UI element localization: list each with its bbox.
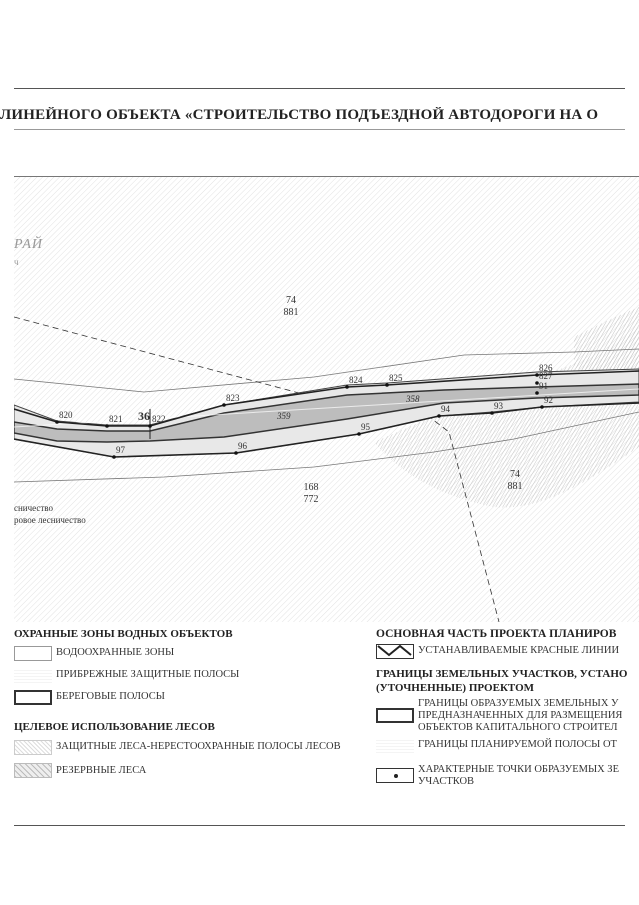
legend-coastal-strips: ПРИБРЕЖНЫЕ ЗАЩИТНЫЕ ПОЛОСЫ [56,669,240,680]
swatch-points [376,768,414,783]
legend-reserve-forest: РЕЗЕРВНЫЕ ЛЕСА [56,765,147,776]
swatch-strip-bounds [376,738,414,753]
point-label-824: 824 [349,375,363,385]
road-label-b: 359 [277,411,291,421]
point-marker-822 [148,424,152,428]
parcel-c-bottom: 772 [303,494,319,505]
forestry-label-1: сничество [14,503,53,513]
point-label-826: 826 [539,363,553,373]
point-label-821: 821 [109,414,123,424]
point-label-825: 825 [389,373,403,383]
point-label-823: 823 [226,393,240,403]
swatch-reserve-forest [14,763,52,778]
point-label-820: 820 [59,410,73,420]
legend-parcels-heading-1: ГРАНИЦЫ ЗЕМЕЛЬНЫХ УЧАСТКОВ, УСТАНО [376,668,628,680]
point-marker-96 [234,451,238,455]
red-line-zigzag-icon [377,644,412,657]
legend-main-heading: ОСНОВНАЯ ЧАСТЬ ПРОЕКТА ПЛАНИРОВ [376,628,617,640]
legend-red-lines: УСТАНАВЛИВАЕМЫЕ КРАСНЫЕ ЛИНИИ [418,645,620,656]
legend-protective-forest: ЗАЩИТНЫЕ ЛЕСА-НЕРЕСТООХРАННЫЕ ПОЛОСЫ ЛЕС… [56,741,341,752]
legend-points-2: УЧАСТКОВ [418,776,475,787]
place-name: РАЙ [14,237,43,252]
legend-water-zones: ВОДООХРАННЫЕ ЗОНЫ [56,647,175,658]
point-label-96: 96 [238,441,247,451]
sheet-title: ЛИНЕЙНОГО ОБЪЕКТА «СТРОИТЕЛЬСТВО ПОДЪЕЗД… [0,107,599,123]
point-marker-91 [535,391,539,395]
legend-left: ОХРАННЫЕ ЗОНЫ ВОДНЫХ ОБЪЕКТОВ ВОДООХРАНН… [14,628,364,788]
parcel-a-label: 74 881 [276,295,306,319]
swatch-parcel-bounds [376,708,414,723]
point-marker-97 [112,455,116,459]
point-marker-93 [490,411,494,415]
parcel-b-label: 74 881 [500,469,530,493]
point-label-94: 94 [441,404,450,414]
legend-forest-heading: ЦЕЛЕВОЕ ИСПОЛЬЗОВАНИЕ ЛЕСОВ [14,721,215,733]
legend-right: ОСНОВНАЯ ЧАСТЬ ПРОЕКТА ПЛАНИРОВ УСТАНАВЛ… [376,628,639,798]
legend-parcel-bounds-1: ГРАНИЦЫ ОБРАЗУЕМЫХ ЗЕМЕЛЬНЫХ У [418,698,619,709]
swatch-protective-forest [14,740,52,755]
point-marker-820 [55,420,59,424]
legend-shore-strips: БЕРЕГОВЫЕ ПОЛОСЫ [56,691,165,702]
point-label-827: 827 [539,371,553,381]
forestry-label-2: ровое лесничество [14,515,86,525]
legend-parcel-bounds-3: ОБЪЕКТОВ КАПИТАЛЬНОГО СТРОИТЕЛ [418,722,618,733]
point-label-91: 91 [539,381,548,391]
legend-parcels-heading-2: (УТОЧНЕННЫЕ) ПРОЕКТОМ [376,682,535,694]
road-label-a: 36 [138,409,150,423]
point-marker-823 [222,403,226,407]
lower-points-group [112,391,544,459]
point-marker-824 [345,385,349,389]
parcel-b-top: 74 [510,469,520,480]
legend-water-heading: ОХРАННЫЕ ЗОНЫ ВОДНЫХ ОБЪЕКТОВ [14,628,233,640]
terrain-relief-2 [574,307,639,379]
point-marker-827 [535,381,539,385]
parcel-boundary-south [14,411,639,483]
title-underline [14,129,625,130]
point-label-95: 95 [361,422,370,432]
point-dot-icon [394,774,398,778]
point-label-92: 92 [544,395,553,405]
upper-points-group [55,373,539,428]
point-marker-825 [385,383,389,387]
bottom-rule [14,825,625,826]
point-marker-821 [105,424,109,428]
parcel-b-bottom: 881 [507,481,523,492]
parcel-boundary-north [14,348,639,393]
road-axis [14,388,639,428]
point-marker-826 [535,373,539,377]
lot-boundary-dashed [14,316,315,398]
swatch-shore-strips [14,690,52,705]
point-marker-92 [540,405,544,409]
red-line-lower [14,402,639,458]
parcel-c-label: 168 772 [296,482,326,506]
place-sub: ч [14,257,19,267]
top-rule [14,88,625,89]
map-frame: РАЙ ч 74 881 74 881 168 772 сничество ро… [14,176,639,622]
point-marker-94 [437,414,441,418]
legend-strip-bounds: ГРАНИЦЫ ПЛАНИРУЕМОЙ ПОЛОСЫ ОТ [418,739,617,750]
point-label-93: 93 [494,401,503,411]
parcel-c-top: 168 [303,482,319,493]
swatch-red-lines [376,644,414,659]
legend-points-1: ХАРАКТЕРНЫЕ ТОЧКИ ОБРАЗУЕМЫХ ЗЕ [418,764,619,775]
legend-parcel-bounds-2: ПРЕДНАЗНАЧЕННЫХ ДЛЯ РАЗМЕЩЕНИЯ [418,710,623,721]
parcel-a-bottom: 881 [283,307,299,318]
road-label-c: 358 [406,394,420,404]
point-label-97: 97 [116,445,125,455]
point-label-822: 822 [152,414,166,424]
parcel-a-top: 74 [286,295,296,306]
swatch-coastal-strips [14,668,52,683]
swatch-water-zones [14,646,52,661]
map-drawing [14,177,639,622]
point-marker-95 [357,432,361,436]
